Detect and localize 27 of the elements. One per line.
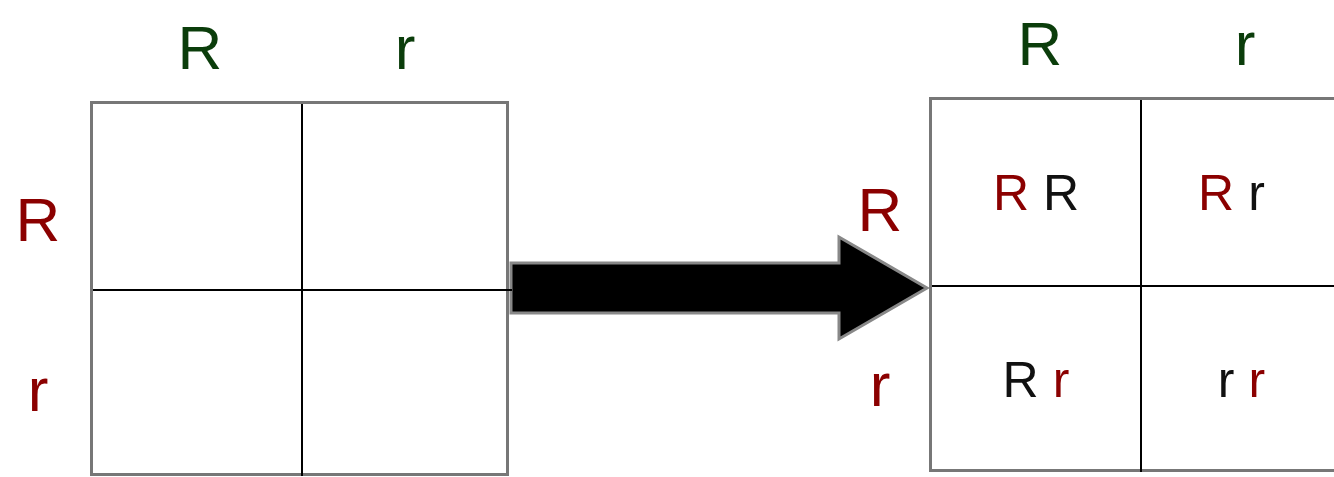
allele-letter: r <box>1217 354 1235 405</box>
column-allele: r <box>1234 13 1256 75</box>
punnett-square <box>90 101 509 476</box>
square-cell <box>302 104 512 290</box>
punnett-square <box>929 97 1334 472</box>
allele-letter: R <box>1002 354 1039 405</box>
allele-letter: r <box>1052 354 1070 405</box>
square-cell <box>93 290 302 476</box>
square-cell <box>1141 286 1334 472</box>
block-arrow <box>509 234 930 342</box>
allele-letter: r <box>1248 354 1266 405</box>
allele-letter: r <box>1248 167 1265 218</box>
column-allele: R <box>1017 13 1063 75</box>
square-cell <box>93 104 302 290</box>
column-allele: r <box>394 17 416 79</box>
square-cell <box>932 100 1141 286</box>
column-allele: R <box>177 17 223 79</box>
row-allele: r <box>869 354 891 416</box>
allele-letter: R <box>1043 167 1080 218</box>
row-allele: R <box>857 179 903 241</box>
allele-letter: R <box>1198 167 1235 218</box>
allele-letter: R <box>992 167 1029 218</box>
square-cell <box>1141 100 1334 286</box>
square-cell <box>302 290 512 476</box>
row-allele: R <box>15 189 61 251</box>
row-allele: r <box>27 359 49 421</box>
square-cell <box>932 286 1141 472</box>
